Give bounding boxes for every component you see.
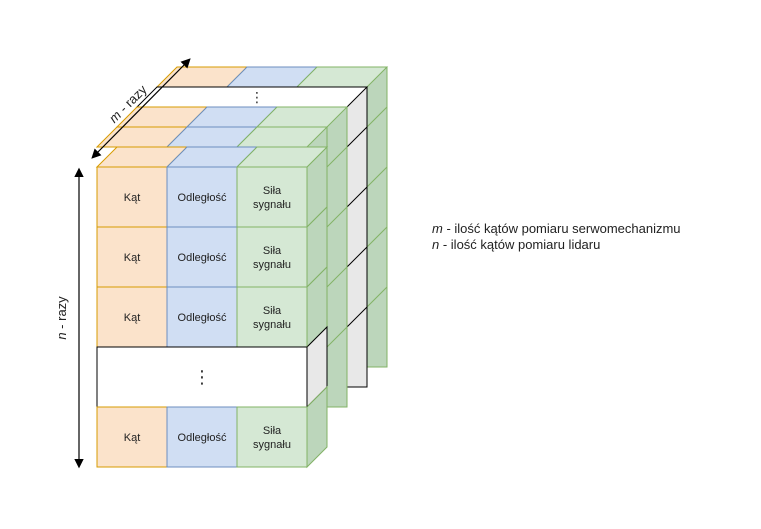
layer-side-edge	[326, 326, 348, 348]
distance-cell	[166, 226, 238, 288]
back-layers: ⋮	[95, 66, 389, 428]
back-layer	[155, 66, 389, 368]
layer-ellipsis: ⋮	[250, 89, 264, 105]
n-axis-label: n - razy	[54, 296, 69, 340]
layer-side-edge	[346, 126, 368, 148]
layer-side-edge	[326, 146, 348, 168]
layer-side-edge	[346, 186, 368, 208]
ellipsis-label: ⋮	[193, 367, 211, 387]
distance-cell	[166, 166, 238, 228]
layer-side-edge	[366, 286, 388, 308]
layer-side-edge	[326, 206, 348, 228]
layer-side-edge	[366, 226, 388, 248]
layer-side-edge	[346, 306, 368, 328]
distance-label: Odległość	[178, 312, 227, 324]
angle-label: Kąt	[124, 432, 141, 444]
distance-cell	[166, 406, 238, 468]
distance-label: Odległość	[178, 192, 227, 204]
angle-label: Kąt	[124, 252, 141, 264]
signal-cell	[236, 286, 308, 348]
angle-label: Kąt	[124, 192, 141, 204]
distance-label: Odległość	[178, 252, 227, 264]
angle-label: Kąt	[124, 312, 141, 324]
legend-n: n - ilość kątów pomiaru lidaru	[432, 237, 601, 252]
legend-m: m - ilość kątów pomiaru serwomechanizmu	[432, 221, 681, 236]
ellipsis-row	[96, 346, 308, 408]
angle-cell	[96, 286, 168, 348]
layer-side-edge	[366, 166, 388, 188]
m-axis-arrow	[91, 58, 191, 159]
layer-side	[326, 106, 348, 408]
layer-side-edge	[366, 106, 388, 128]
layer-side	[346, 86, 368, 388]
angle-cell	[96, 406, 168, 468]
layer-side	[366, 66, 388, 368]
angle-cell	[96, 226, 168, 288]
signal-cell	[236, 166, 308, 228]
distance-label: Odległość	[178, 432, 227, 444]
angle-cell	[96, 166, 168, 228]
layer-side-edge	[326, 266, 348, 288]
layer-side-edge	[346, 246, 368, 268]
legend: m - ilość kątów pomiaru serwomechanizmu …	[432, 221, 681, 253]
n-axis: n - razy	[54, 167, 84, 469]
signal-cell	[236, 406, 308, 468]
signal-cell	[236, 226, 308, 288]
